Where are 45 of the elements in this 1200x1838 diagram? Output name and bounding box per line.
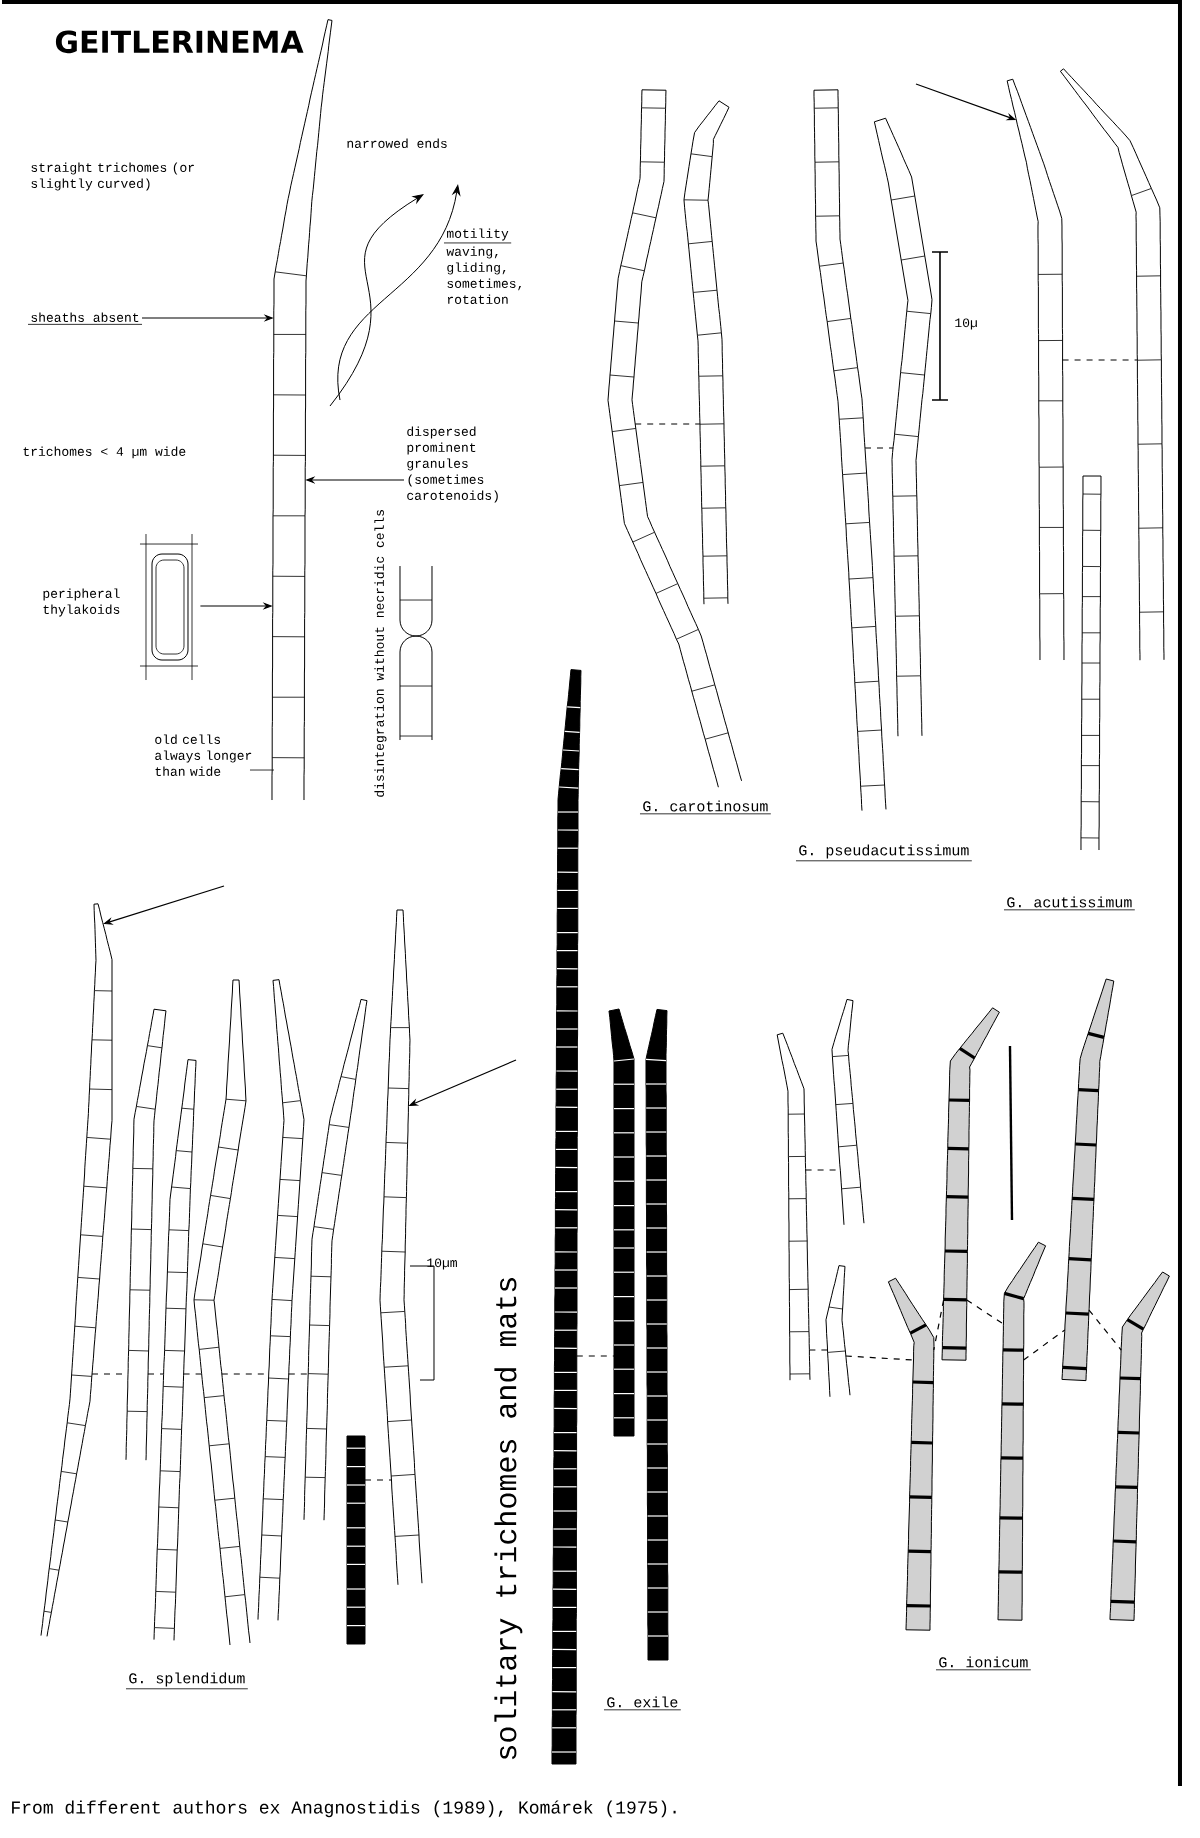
title: GEITLERINEMA xyxy=(55,30,304,54)
dashed-connector xyxy=(576,1355,615,1357)
dashed-connector xyxy=(845,1355,914,1361)
trichome-drawing xyxy=(303,998,368,1521)
dashed-connector xyxy=(805,1169,841,1171)
trichome-drawing xyxy=(873,117,933,737)
trichome-drawing xyxy=(1109,1271,1170,1621)
trichome-drawing xyxy=(776,1032,811,1381)
trichome-drawing xyxy=(379,909,423,1586)
trichome-drawing xyxy=(346,1435,366,1645)
trichome-drawing xyxy=(608,1008,635,1437)
trichome-drawing xyxy=(257,979,305,1621)
label-text: solitary trichomes and mats xyxy=(494,1278,523,1760)
trichome-drawing xyxy=(1080,475,1102,851)
trichome-drawing xyxy=(125,1008,167,1461)
dashed-connector xyxy=(966,1299,1004,1325)
trichome-drawing xyxy=(551,669,582,1765)
trichome-drawing xyxy=(813,89,887,812)
dashed-connector xyxy=(1023,1329,1066,1361)
trichome-drawing xyxy=(941,1007,1000,1361)
trichome-drawing xyxy=(887,1277,935,1631)
dashed-connector xyxy=(221,1373,270,1375)
dashed-connector xyxy=(808,1349,829,1351)
trichome-drawing xyxy=(40,903,113,1637)
trichome-drawing xyxy=(607,89,743,788)
dashed-connector xyxy=(147,1373,165,1375)
trichome-drawing xyxy=(193,979,251,1646)
dashed-connector xyxy=(1088,1309,1122,1351)
trichome-drawing xyxy=(1059,68,1165,661)
cell-inset-drawing xyxy=(139,533,199,681)
trichome-drawing xyxy=(153,1059,197,1641)
trichome-drawing xyxy=(825,1265,851,1398)
trichome-drawing xyxy=(1006,78,1065,661)
dashed-connector xyxy=(933,1299,945,1351)
caption: From different authors ex Anagnostidis (1989), Komárek (1975). xyxy=(12,1800,676,1818)
trichome-drawing xyxy=(831,998,865,1226)
trichome-drawing xyxy=(645,1008,669,1661)
dashed-connector xyxy=(364,1479,392,1481)
dashed-connector xyxy=(288,1373,309,1375)
trichome-drawing xyxy=(997,1241,1047,1621)
dashed-connector xyxy=(864,447,894,449)
trichome-drawing xyxy=(1061,978,1115,1382)
dashed-connector xyxy=(183,1373,203,1375)
dashed-connector xyxy=(634,423,701,425)
dashed-connector xyxy=(1062,359,1138,361)
